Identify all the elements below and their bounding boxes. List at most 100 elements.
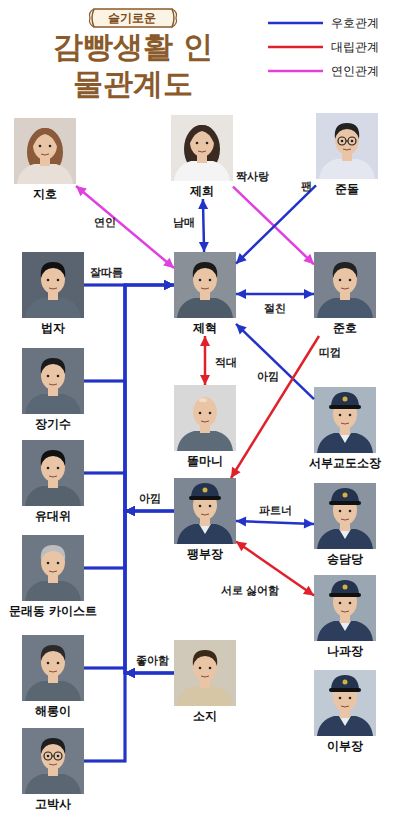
relation-label: 적대	[215, 356, 237, 369]
arrow-head	[198, 199, 208, 209]
relation-connector	[84, 506, 174, 668]
character-node: 나과장	[314, 575, 376, 659]
legend-line	[268, 46, 323, 49]
connector-path	[84, 285, 174, 761]
portrait-eye	[57, 467, 60, 470]
character-node: 제희	[171, 115, 233, 199]
portrait-mouth	[341, 519, 349, 520]
character-portrait	[14, 118, 76, 184]
arrow-head	[164, 280, 174, 290]
portrait-eye	[199, 667, 202, 670]
relation-label: 파트너	[259, 504, 292, 517]
connector-path	[203, 199, 204, 252]
portrait-eye	[57, 662, 60, 665]
relation-connector	[84, 381, 174, 678]
portrait-hair	[190, 125, 215, 143]
name-row: 준돌	[316, 182, 378, 197]
connector-path	[76, 186, 174, 268]
relation-connector	[84, 473, 174, 516]
portrait-background	[314, 575, 376, 641]
arrow-head	[125, 668, 135, 678]
arrow-head	[125, 668, 135, 678]
arrow-head	[164, 280, 174, 290]
portrait-background	[174, 252, 236, 318]
portrait-hair	[33, 128, 58, 146]
character-portrait	[22, 252, 84, 318]
character-name: 나과장	[327, 644, 363, 659]
relation-connector	[236, 516, 314, 528]
name-row: 문래동 카이스트	[22, 604, 84, 619]
portrait-eye	[206, 142, 209, 145]
connector-path	[84, 473, 174, 511]
connector-path	[236, 521, 314, 524]
arrow-head	[236, 289, 246, 299]
portrait-shoulders	[319, 159, 375, 179]
portrait-eye	[349, 414, 352, 417]
name-row: 제혁	[174, 321, 236, 336]
character-portrait	[316, 113, 378, 179]
portrait-shoulders	[317, 298, 373, 318]
connector-path	[84, 381, 174, 673]
portrait-cap-badge	[343, 397, 348, 402]
portrait-shoulders	[25, 581, 81, 601]
portrait-mouth	[341, 288, 349, 289]
relation-connector	[84, 280, 174, 290]
portrait-eye	[57, 562, 60, 565]
connector-path	[84, 285, 174, 473]
portrait-cap-brim	[189, 496, 221, 500]
portrait-hair	[41, 545, 66, 561]
character-name: 서부교도소장	[309, 456, 381, 471]
connector-path	[84, 285, 174, 511]
name-row: 준호	[314, 321, 376, 336]
character-portrait	[22, 440, 84, 506]
portrait-shine	[199, 398, 207, 402]
portrait-cap	[331, 488, 359, 502]
portrait-hair	[193, 262, 218, 278]
portrait-mouth	[41, 154, 49, 155]
portrait-cap-brim	[329, 405, 361, 409]
arrow-head	[236, 516, 246, 526]
portrait-shoulders	[174, 161, 230, 181]
portrait-mouth	[201, 676, 209, 677]
character-node: 송담당	[314, 483, 376, 567]
connector-path	[236, 185, 316, 263]
portrait-eye	[339, 602, 342, 605]
connector-path	[231, 336, 319, 478]
portrait-hair	[333, 262, 358, 278]
character-portrait	[22, 535, 84, 601]
character-name: 유대위	[35, 509, 71, 524]
connector-path	[84, 568, 174, 673]
portrait-eye	[57, 279, 60, 282]
connector-path	[236, 293, 314, 296]
relation-connector	[84, 473, 174, 678]
portrait-background	[316, 113, 378, 179]
portrait-mouth	[49, 671, 57, 672]
portrait-mouth	[343, 149, 351, 150]
portrait-background	[22, 252, 84, 318]
relation-label: 잘따름	[90, 266, 123, 279]
connector-path	[84, 381, 174, 511]
relation-label: 절친	[264, 302, 286, 315]
arrow-head	[76, 186, 87, 196]
portrait-shoulders	[317, 621, 373, 641]
arrow-head	[163, 258, 174, 268]
character-node: 서부교도소장	[314, 387, 376, 471]
portrait-shoulders	[25, 394, 81, 414]
portrait-eye	[39, 145, 42, 148]
arrow-head	[125, 668, 135, 678]
connector-path	[84, 673, 174, 761]
character-portrait	[314, 670, 376, 736]
character-node: 준돌	[316, 113, 378, 197]
portrait-eye	[49, 145, 52, 148]
character-node: 팽부장	[174, 478, 236, 562]
name-row: 소지	[174, 709, 236, 724]
character-name: 제희	[190, 184, 214, 199]
relation-connector	[84, 506, 174, 568]
connector-path	[84, 285, 174, 568]
portrait-glasses	[346, 140, 348, 141]
portrait-glasses	[54, 752, 62, 760]
arrow-head	[125, 506, 135, 516]
portrait-glasses	[338, 137, 346, 145]
